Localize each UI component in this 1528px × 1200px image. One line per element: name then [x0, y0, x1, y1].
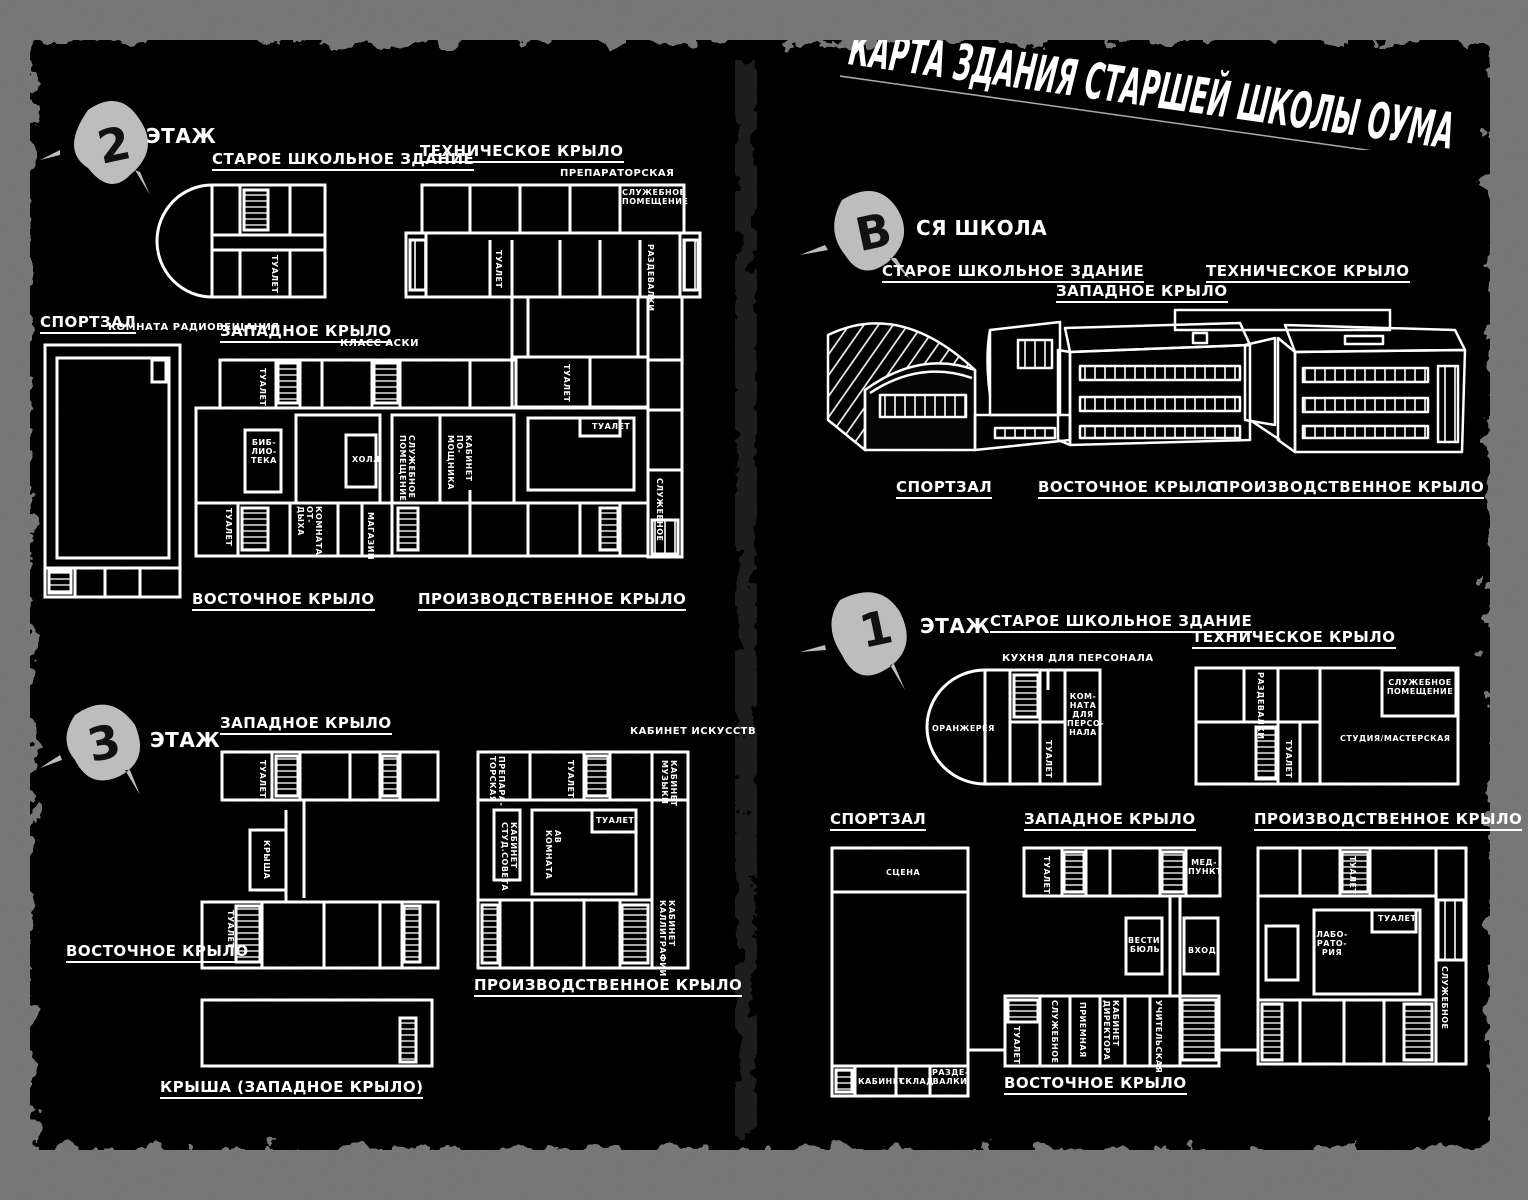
- floor2-ascii-class: КЛАСС АСКИ: [340, 338, 419, 349]
- floor2-title: ЭТАЖ: [146, 124, 217, 148]
- floor2-prod-toilet: ТУАЛЕТ: [562, 364, 571, 403]
- floor2-prod-wing: ПРОИЗВОДСТВЕННОЕ КРЫЛО: [418, 590, 687, 611]
- floor2-prod-toilet2: ТУАЛЕТ: [592, 422, 631, 431]
- whole-gym: СПОРТЗАЛ: [896, 478, 993, 499]
- floor2-locker: РАЗДЕВАЛКИ: [646, 244, 655, 312]
- floor1-director: КАБИНЕТ ДИРЕКТОРА: [1102, 1000, 1120, 1061]
- floor2-prep-room: ПРЕПАРАТОРСКАЯ: [560, 168, 675, 179]
- floor1-prod-toilet2: ТУАЛЕТ: [1378, 914, 1417, 923]
- floor3-prod-toilet: ТУАЛЕТ: [566, 760, 575, 799]
- floor2-old-toilet: ТУАЛЕТ: [270, 255, 279, 294]
- whole-old-building: СТАРОЕ ШКОЛЬНОЕ ЗДАНИЕ: [882, 262, 1145, 283]
- whole-west-wing: ЗАПАДНОЕ КРЫЛО: [1056, 282, 1228, 303]
- floor2-service2: СЛУЖЕБНОЕ ПОМЕЩЕНИЕ: [398, 435, 416, 502]
- floor2-east-wing: ВОСТОЧНОЕ КРЫЛО: [192, 590, 375, 611]
- floor2-radio-room: КОМНАТА РАДИОВЕЩАНИЯ: [108, 322, 280, 333]
- floor2-tech-toilet: ТУАЛЕТ: [494, 250, 503, 289]
- floor1-east-toilet: ТУАЛЕТ: [1012, 1026, 1021, 1065]
- floor1-old-toilet: ТУАЛЕТ: [1044, 740, 1053, 779]
- whole-east-wing: ВОСТОЧНОЕ КРЫЛО: [1038, 478, 1221, 499]
- floor1-lobby: ВЕСТИ- БЮЛЬ: [1128, 936, 1164, 954]
- whole-tech-wing: ТЕХНИЧЕСКОЕ КРЫЛО: [1206, 262, 1410, 283]
- floor3-calligraphy-cabinet: КАБИНЕТ КАЛЛИГРАФИИ: [658, 900, 676, 977]
- floor3-prep-room: ПРЕПАРА- ТОРСКАЯ: [488, 756, 506, 807]
- floor1-service-small-prod: СЛУЖЕБНОЕ: [1440, 966, 1449, 1030]
- floor3-av-room: АВ КОМНАТА: [544, 830, 562, 880]
- floor1-lab: ЛАБО- РАТО- РИЯ: [1316, 930, 1348, 957]
- floor1-staff-room: КОМ- НАТА ДЛЯ ПЕРСО- НАЛА: [1067, 692, 1105, 737]
- floor1-prod-toilet: ТУАЛЕТ: [1348, 856, 1357, 895]
- floor2-hall: ХОЛЛ: [352, 455, 381, 464]
- floor2-gym: СПОРТЗАЛ: [40, 313, 137, 334]
- floor2-shop: МАГАЗИН: [366, 512, 375, 561]
- floor3-prod-toilet2: ТУАЛЕТ: [596, 816, 635, 825]
- floor1-locker: РАЗДЕВАЛКИ: [1256, 672, 1265, 740]
- floor1-med-point: МЕД- ПУНКТ: [1188, 858, 1223, 876]
- floor2-tech-wing: ТЕХНИЧЕСКОЕ КРЫЛО: [420, 142, 624, 163]
- floor1-staff-kitchen: КУХНЯ ДЛЯ ПЕРСОНАЛА: [1002, 653, 1154, 664]
- floor1-service-small: СЛУЖЕБНОЕ: [1050, 1000, 1059, 1064]
- floor2-west-toilet: ТУАЛЕТ: [258, 368, 267, 407]
- floor2-rest-room: КОМНАТА ОТ- ДЫХА: [296, 506, 323, 556]
- floor1-service-room: СЛУЖЕБНОЕ ПОМЕЩЕНИЕ: [1386, 678, 1454, 696]
- floor2-cabinet-help: КАБИНЕТ ПО- МОЩНИКА: [446, 435, 473, 490]
- floor3-council-cabinet: КАБИНЕТ СТУД.СОВЕТА: [500, 822, 518, 892]
- floor2-old-building: СТАРОЕ ШКОЛЬНОЕ ЗДАНИЕ: [212, 150, 475, 171]
- floor1-gym: СПОРТЗАЛ: [830, 810, 927, 831]
- map-title: КАРТА ЗДАНИЯ СТАРШЕЙ ШКОЛЫ ОУМА: [840, 40, 1474, 150]
- floor1-locker2: РАЗДЕ- ВАЛКИ: [932, 1068, 969, 1086]
- whole-prod-wing: ПРОИЗВОДСТВЕННОЕ КРЫЛО: [1216, 478, 1485, 499]
- floor1-reception: ПРИЕМНАЯ: [1078, 1002, 1087, 1058]
- floor1-greenhouse: ОРАНЖЕРЕЯ: [932, 724, 995, 733]
- floor3-east-wing: ВОСТОЧНОЕ КРЫЛО: [66, 942, 249, 963]
- floor1-cabinet: КАБИНЕТ: [858, 1077, 905, 1086]
- floor3-west-toilet: ТУАЛЕТ: [258, 760, 267, 799]
- floor2-service-small: СЛУЖЕБНОЕ: [655, 478, 664, 542]
- floor3-title: ЭТАЖ: [150, 728, 221, 752]
- floor3-roof-west: КРЫША (ЗАПАДНОЕ КРЫЛО): [160, 1078, 424, 1099]
- floor3-roof: КРЫША: [262, 840, 271, 880]
- floor1-west-wing: ЗАПАДНОЕ КРЫЛО: [1024, 810, 1196, 831]
- floor1-prod-wing: ПРОИЗВОДСТВЕННОЕ КРЫЛО: [1254, 810, 1523, 831]
- floor3-art-cabinet: КАБИНЕТ ИСКУССТВ: [630, 726, 757, 737]
- floor3-prod-wing: ПРОИЗВОДСТВЕННОЕ КРЫЛО: [474, 976, 743, 997]
- floor2-west-wing: ЗАПАДНОЕ КРЫЛО: [220, 322, 392, 343]
- floor1-entrance: ВХОД: [1188, 946, 1217, 955]
- floor3-east-toilet: ТУАЛЕТ: [226, 910, 235, 949]
- floor1-west-toilet: ТУАЛЕТ: [1042, 856, 1051, 895]
- floor1-old-building: СТАРОЕ ШКОЛЬНОЕ ЗДАНИЕ: [990, 612, 1253, 633]
- floor3-music-cabinet: КАБИНЕТ МУЗЫКИ: [660, 760, 678, 807]
- whole-title: СЯ ШКОЛА: [916, 216, 1048, 240]
- floor2-service-room: СЛУЖЕБНОЕ ПОМЕЩЕНИЕ: [622, 188, 689, 206]
- floor1-studio: СТУДИЯ/МАСТЕРСКАЯ: [1340, 734, 1451, 743]
- floor3-west-wing: ЗАПАДНОЕ КРЫЛО: [220, 714, 392, 735]
- floor1-east-wing: ВОСТОЧНОЕ КРЫЛО: [1004, 1074, 1187, 1095]
- floor1-tech-toilet: ТУАЛЕТ: [1284, 740, 1293, 779]
- floor1-tech-wing: ТЕХНИЧЕСКОЕ КРЫЛО: [1192, 628, 1396, 649]
- floor1-title: ЭТАЖ: [920, 614, 991, 638]
- floor2-east-toilet: ТУАЛЕТ: [224, 508, 233, 547]
- floor2-library: БИБ- ЛИО- ТЕКА: [251, 438, 277, 465]
- floor1-storage: СКЛАД: [899, 1077, 934, 1086]
- floor1-stage: СЦЕНА: [886, 868, 921, 877]
- floor1-teachers: УЧИТЕЛЬСКАЯ: [1154, 1000, 1163, 1074]
